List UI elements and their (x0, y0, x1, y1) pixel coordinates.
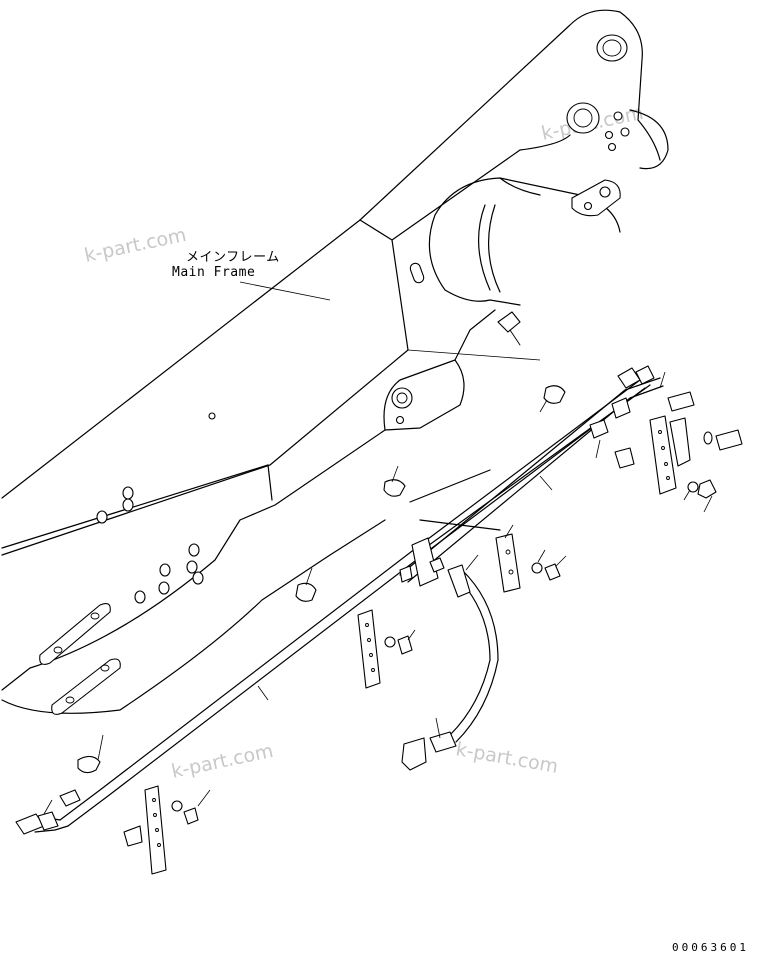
hydraulic-pipes (15, 365, 743, 875)
main-frame (1, 9, 669, 715)
main-frame-label-en: Main Frame (172, 265, 256, 280)
drawing-code: 00063601 (672, 941, 749, 954)
main-frame-label-jp: メインフレーム (186, 250, 280, 265)
watermark-left: k-part.com (82, 224, 188, 267)
watermark-bottom-left: k-part.com (169, 740, 275, 783)
watermark-bottom-right: k-part.com (454, 738, 560, 778)
